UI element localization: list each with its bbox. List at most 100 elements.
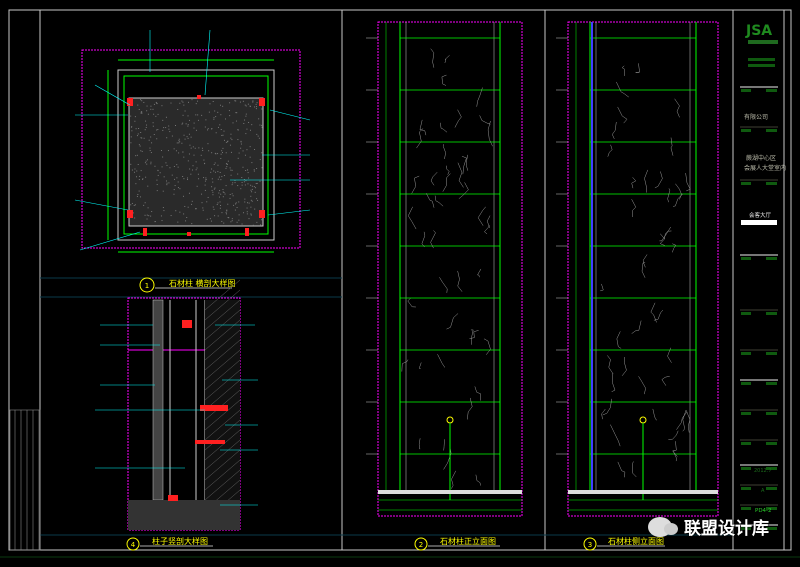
hatch-dot xyxy=(227,141,229,143)
drawing-number: 4 xyxy=(131,541,136,549)
hatch-line xyxy=(204,369,241,401)
marble-vein xyxy=(430,48,435,68)
hatch-dot xyxy=(219,104,221,106)
hatch-dot xyxy=(201,193,203,195)
hatch-dot xyxy=(191,203,193,205)
hatch-dot xyxy=(192,146,194,148)
hatch-dot xyxy=(156,103,158,105)
hatch-dot xyxy=(152,122,154,124)
marble-vein xyxy=(652,408,658,421)
hatch-dot xyxy=(256,133,258,135)
marble-vein xyxy=(601,408,606,420)
hatch-dot xyxy=(206,218,208,220)
hatch-dot xyxy=(171,174,173,176)
hatch-dot xyxy=(144,162,146,164)
hatch-dot xyxy=(253,170,255,172)
hatch-dot xyxy=(162,190,164,192)
hatch-dot xyxy=(248,218,250,220)
marble-vein xyxy=(475,474,482,486)
drawing-title-2: 2 石材柱正立面图 xyxy=(414,536,500,551)
hatch-dot xyxy=(177,221,179,223)
hatch-dot xyxy=(241,184,243,186)
hatch-dot xyxy=(237,157,239,159)
hatch-dot xyxy=(242,100,244,102)
vertical-section-detail xyxy=(95,279,258,531)
hatch-dot xyxy=(187,124,189,126)
hatch-dot xyxy=(226,210,228,212)
hatch-dot xyxy=(232,122,234,124)
hatch-dot xyxy=(225,118,227,120)
hatch-dot xyxy=(255,187,257,189)
hatch-dot xyxy=(235,100,237,102)
hatch-dot xyxy=(193,127,195,129)
hatch-dot xyxy=(223,139,225,141)
hatch-dot xyxy=(213,188,215,190)
hatch-dot xyxy=(246,128,248,130)
hatch-dot xyxy=(219,171,221,173)
hatch-dot xyxy=(137,104,139,106)
hatch-dot xyxy=(183,178,185,180)
hatch-dot xyxy=(130,126,132,128)
hatch-dot xyxy=(209,103,211,105)
drawing-title-1: 1 石材柱 横剖大样图 xyxy=(139,277,236,293)
marble-vein xyxy=(430,230,436,249)
hatch-dot xyxy=(230,133,232,135)
hatch-dot xyxy=(237,139,239,141)
hatch-dot xyxy=(207,196,209,198)
hatch-dot xyxy=(179,102,181,104)
hatch-dot xyxy=(160,150,162,152)
marble-vein xyxy=(465,154,469,171)
marble-vein xyxy=(446,165,450,175)
revision-table xyxy=(9,409,41,551)
hatch-dot xyxy=(137,133,139,135)
hatch-dot xyxy=(222,196,224,198)
drawing-number: 3 xyxy=(588,541,592,549)
marble-vein xyxy=(612,121,617,139)
hatch-dot xyxy=(159,172,161,174)
hatch-dot xyxy=(218,196,220,198)
hatch-dot xyxy=(235,203,237,205)
marble-vein xyxy=(607,355,614,375)
hatch-dot xyxy=(139,175,141,177)
title-block-label xyxy=(766,382,777,385)
marble-vein xyxy=(430,172,438,186)
hatch-dot xyxy=(205,178,207,180)
hatch-dot xyxy=(182,176,184,178)
hatch-dot xyxy=(192,169,194,171)
hatch-dot xyxy=(215,153,217,155)
hatch-dot xyxy=(237,173,239,175)
marble-vein xyxy=(632,461,637,478)
hatch-dot xyxy=(146,163,148,165)
hatch-dot xyxy=(198,178,200,180)
hatch-dot xyxy=(157,169,159,171)
hatch-dot xyxy=(252,224,254,226)
hatch-dot xyxy=(248,177,250,179)
hatch-dot xyxy=(195,169,197,171)
hatch-dot xyxy=(208,150,210,152)
marble-vein xyxy=(418,362,422,369)
hatch-dot xyxy=(161,105,163,107)
hatch-dot xyxy=(174,124,176,126)
hatch-dot xyxy=(144,202,146,204)
hatch-dot xyxy=(182,195,184,197)
hatch-dot xyxy=(225,152,227,154)
project-name-2: 会展人大堂室内 xyxy=(744,164,786,172)
title-block-label xyxy=(766,507,777,510)
hatch-dot xyxy=(237,129,239,131)
hatch-dot xyxy=(169,131,171,133)
hatch-dot xyxy=(207,128,209,130)
title-block-label xyxy=(741,89,751,92)
drawing-number: 1 xyxy=(145,282,149,290)
hatch-dot xyxy=(216,204,218,206)
hatch-dot xyxy=(138,190,140,192)
hatch-dot xyxy=(134,217,136,219)
hatch-dot xyxy=(245,169,247,171)
drawing-number-bubble xyxy=(126,537,140,551)
hatch-dot xyxy=(162,156,164,158)
marble-vein xyxy=(616,81,629,98)
hatch-dot xyxy=(148,139,150,141)
hatch-line xyxy=(204,459,241,491)
hatch-dot xyxy=(162,119,164,121)
hatch-dot xyxy=(243,212,245,214)
hatch-dot xyxy=(194,208,196,210)
